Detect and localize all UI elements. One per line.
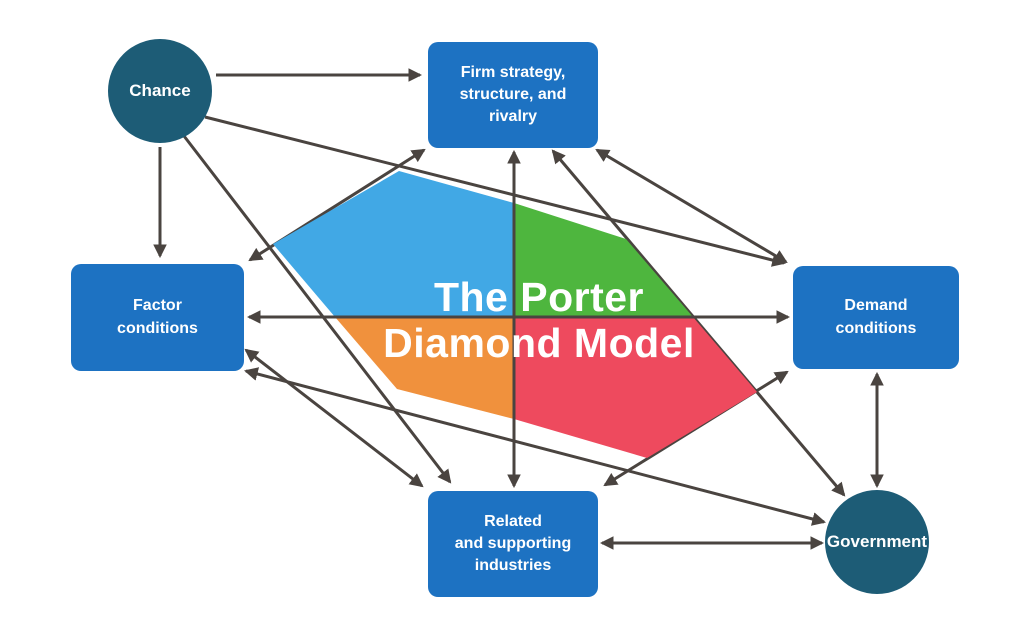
node-factor-conditions: Factor conditions	[71, 264, 244, 371]
node-related-industries-label: Related and supporting industries	[454, 512, 572, 575]
node-chance: Chance	[108, 39, 212, 143]
node-factor-conditions-label: Factor conditions	[117, 297, 198, 337]
node-chance-label: Chance	[129, 80, 191, 100]
diamond-quadrant-green	[514, 203, 693, 317]
diagram-title: The Porter Diamond Model	[383, 274, 695, 366]
diamond-quadrant-red	[514, 317, 757, 458]
node-demand-conditions: Demand conditions	[793, 266, 959, 369]
diamond-quadrant-blue	[273, 171, 514, 317]
node-government: Government	[825, 490, 929, 594]
node-government-label: Government	[826, 531, 928, 551]
arrow-government-factor	[243, 367, 827, 526]
node-demand-conditions-label: Demand conditions	[835, 297, 917, 337]
node-related-industries: Related and supporting industries	[428, 491, 598, 597]
node-firm-strategy: Firm strategy, structure, and rivalry	[428, 42, 598, 148]
diamond-quadrant-orange	[335, 317, 514, 419]
node-firm-strategy-label: Firm strategy, structure, and rivalry	[459, 63, 567, 126]
